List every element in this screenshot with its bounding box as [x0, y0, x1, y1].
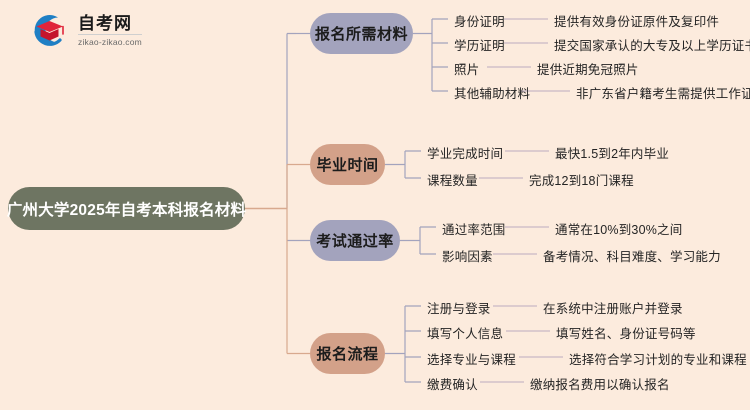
leaf-detail: 完成12到18门课程	[529, 174, 634, 188]
leaf-detail: 选择符合学习计划的专业和课程	[569, 353, 747, 367]
leaf-detail: 填写姓名、身份证号码等	[556, 327, 696, 341]
leaf-label: 身份证明	[454, 15, 505, 29]
logo-title: 自考网	[78, 15, 142, 35]
leaf-label: 选择专业与课程	[427, 353, 516, 367]
branch-node-materials[interactable]: 报名所需材料	[310, 13, 413, 54]
leaf-label: 通过率范围	[442, 223, 506, 237]
leaf-detail: 缴纳报名费用以确认报名	[530, 378, 670, 392]
leaf-label: 照片	[454, 63, 480, 77]
leaf-detail: 非广东省户籍考生需提供工作证明等	[576, 87, 750, 101]
graduation-cap-icon	[28, 9, 70, 51]
leaf-label: 学业完成时间	[427, 147, 504, 161]
branch-label: 毕业时间	[316, 157, 379, 174]
root-node[interactable]: 广州大学2025年自考本科报名材料	[6, 187, 247, 230]
leaf-detail: 在系统中注册账户并登录	[543, 302, 683, 316]
branch-node-graduation-time[interactable]: 毕业时间	[310, 144, 385, 185]
leaf-label: 学历证明	[454, 39, 505, 53]
leaf-detail: 提交国家承认的大专及以上学历证书	[554, 39, 750, 53]
leaf-label: 影响因素	[442, 250, 493, 264]
leaf-detail: 最快1.5到2年内毕业	[555, 147, 670, 161]
root-node-label: 广州大学2025年自考本科报名材料	[6, 201, 247, 219]
branch-label: 报名所需材料	[314, 26, 408, 43]
leaf-detail: 提供有效身份证原件及复印件	[554, 15, 720, 29]
leaf-label: 缴费确认	[427, 378, 478, 392]
leaf-label: 课程数量	[427, 174, 478, 188]
leaf-detail: 通常在10%到30%之间	[555, 223, 683, 237]
leaf-detail: 提供近期免冠照片	[537, 63, 639, 77]
logo-domain: zikao-zikao.com	[78, 36, 142, 47]
site-logo: 自考网 zikao-zikao.com	[28, 8, 198, 52]
logo-wordmark: 自考网 zikao-zikao.com	[78, 14, 142, 47]
leaf-label: 注册与登录	[427, 302, 491, 316]
branch-node-registration-process[interactable]: 报名流程	[310, 333, 385, 374]
leaf-label: 其他辅助材料	[454, 87, 531, 101]
leaf-label: 填写个人信息	[427, 327, 504, 341]
leaf-detail: 备考情况、科目难度、学习能力	[543, 250, 721, 264]
branch-node-pass-rate[interactable]: 考试通过率	[310, 220, 400, 261]
branch-label: 报名流程	[316, 346, 379, 363]
branch-label: 考试通过率	[316, 233, 394, 250]
